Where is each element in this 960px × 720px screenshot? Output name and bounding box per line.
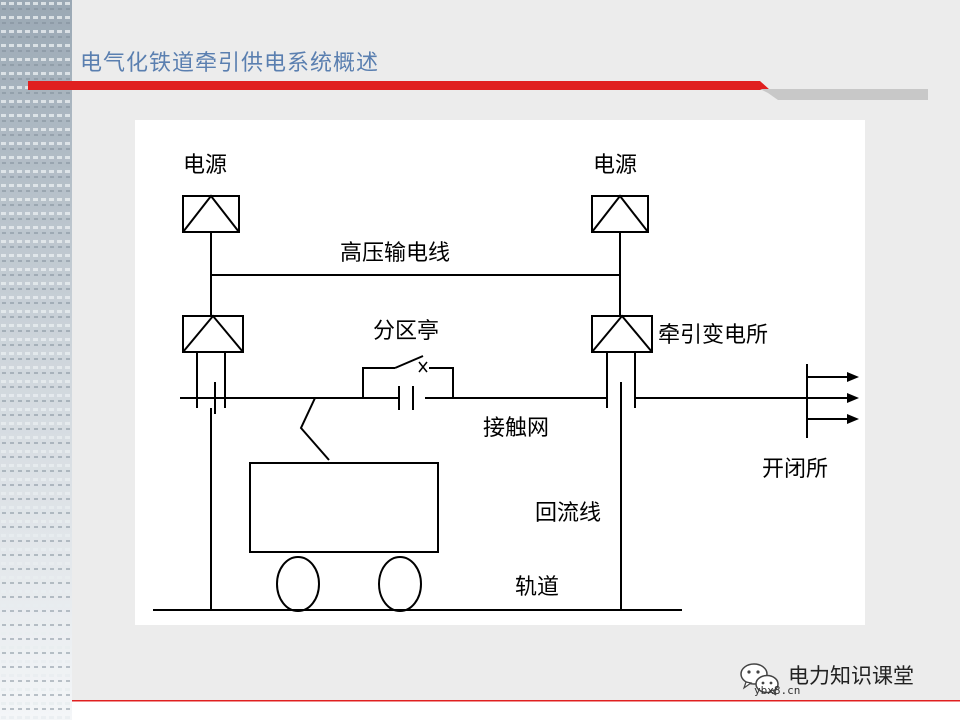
diagram-background	[135, 120, 865, 625]
substation-left-symbol	[182, 314, 244, 353]
section-post-switch-blade	[394, 355, 424, 369]
label-switching-station: 开闭所	[762, 457, 828, 482]
traction-power-diagram: 电源 电源 高压输电线 分区亭 牵引变电所 接触网 开闭所 回流线 轨道	[135, 120, 865, 625]
label-return-line: 回流线	[535, 501, 601, 526]
locomotive-body	[249, 462, 439, 553]
label-section-post: 分区亭	[373, 319, 439, 344]
section-post-bypass-left	[362, 367, 395, 398]
section-post-bypass-right	[429, 367, 454, 398]
pantograph	[299, 397, 330, 461]
feeder-3-arrow	[847, 414, 859, 424]
label-catenary: 接触网	[483, 416, 549, 441]
feeder-1-arrow	[847, 372, 859, 382]
label-power-source-left: 电源	[183, 153, 227, 178]
label-power-source-right: 电源	[593, 153, 637, 178]
watermark-text: 电力知识课堂	[788, 664, 914, 688]
slide-title: 电气化铁道牵引供电系统概述	[80, 51, 380, 76]
feeder-2-arrow	[847, 393, 859, 403]
wechat-icon	[740, 663, 779, 696]
power-source-right-symbol	[591, 194, 649, 233]
label-hv-line: 高压输电线	[340, 241, 450, 266]
label-track: 轨道	[515, 575, 559, 600]
section-post-switch-x	[418, 361, 428, 373]
watermark-url: ybx8.cn	[754, 684, 801, 697]
power-source-left-symbol	[182, 194, 240, 233]
watermark: 电力知识课堂 ybx8.cn	[738, 660, 938, 700]
label-traction-substation: 牵引变电所	[658, 323, 768, 348]
traction-substation-symbol	[591, 314, 653, 353]
